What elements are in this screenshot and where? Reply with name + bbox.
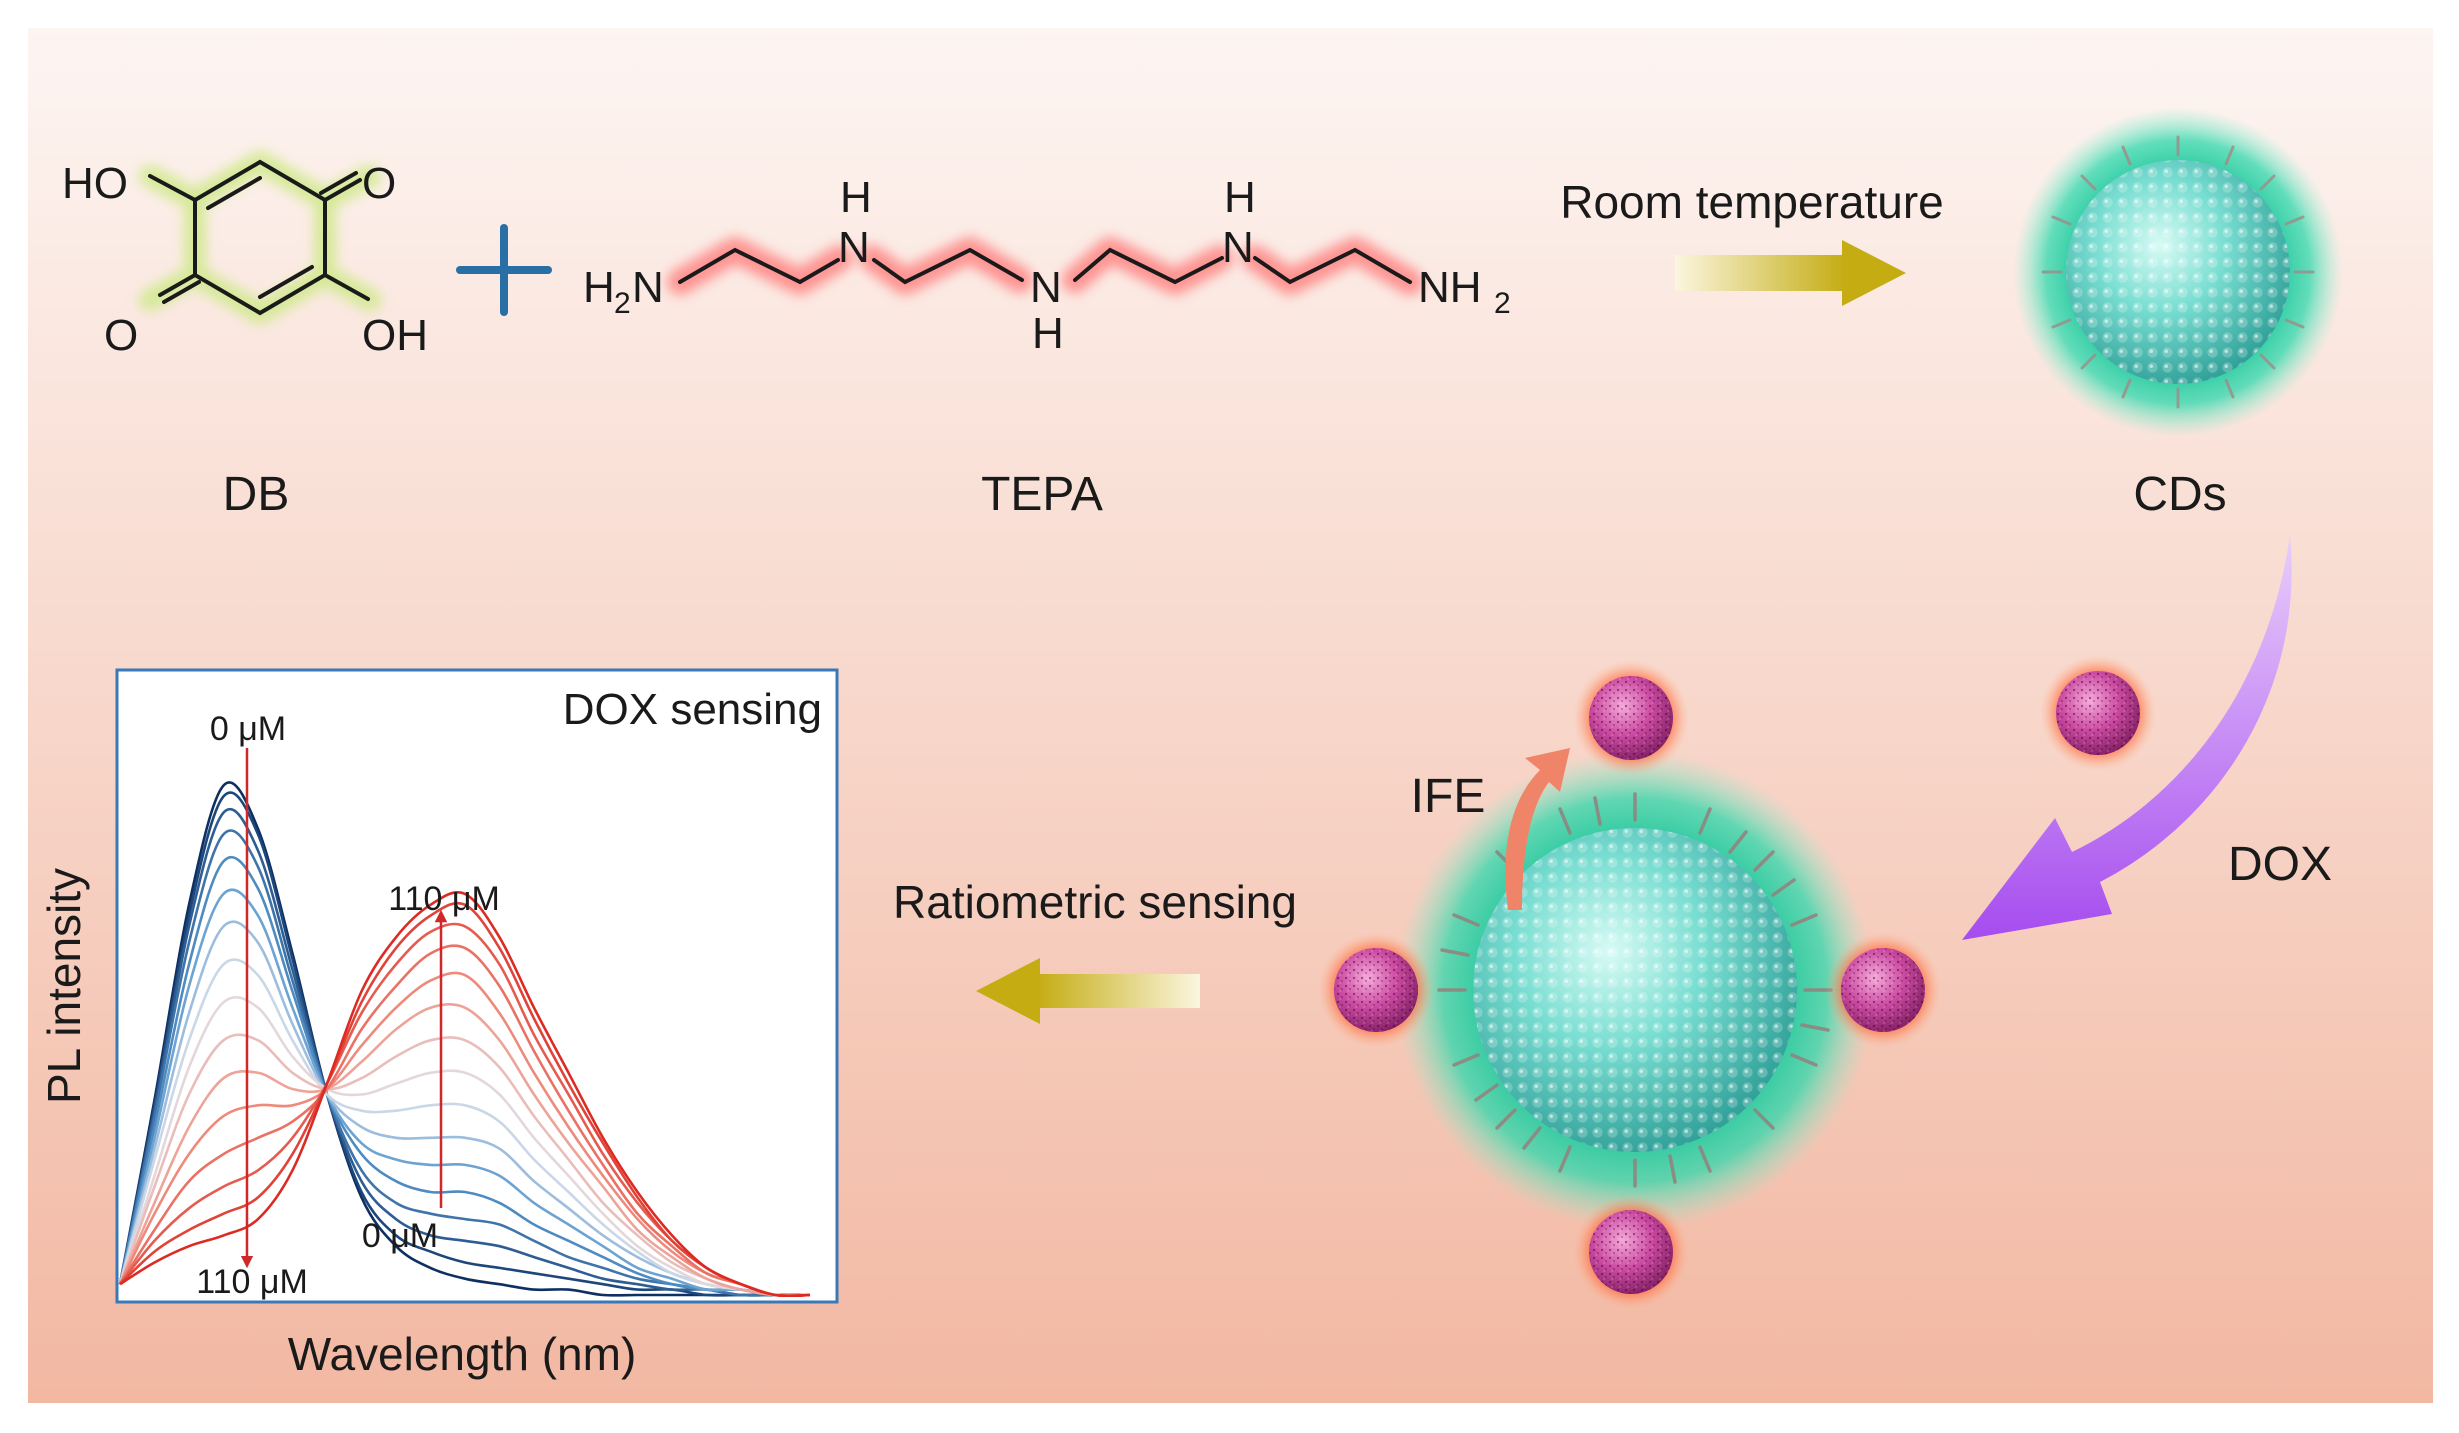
spectrum-line-1 [118,781,810,1297]
spectrum-line-8 [118,958,811,1297]
tepa-n1: N [838,223,870,272]
spectrum-line-16 [119,891,811,1298]
tepa-nh2-subscript: 2 [1494,287,1511,320]
plus-icon [456,224,552,316]
room-temperature-arrow [1675,240,1906,306]
chart-ylabel: PL intensity [38,868,90,1104]
room-temperature-label: Room temperature [1560,176,1944,228]
tepa-n2: N [1030,263,1062,312]
db-oh-label: OH [362,311,428,360]
inset-chart: DOX sensing 0 μM 110 μM 110 μM 0 μM Wave… [38,668,839,1380]
spectrum-line-9 [118,995,811,1297]
db-molecule: HO O O OH DB [62,151,428,521]
tepa-h1: H [840,173,872,222]
annotation-blue-end: 110 μM [196,1263,308,1301]
annotation-blue-start: 0 μM [210,710,286,748]
dox-particle-bottom [1573,1194,1689,1310]
dox-label: DOX [2228,838,2332,891]
db-ho-label: HO [62,159,128,208]
annotation-red-end: 110 μM [388,880,500,918]
spectrum-line-11 [118,1003,811,1297]
spectrum-line-6 [118,888,811,1297]
dox-addition-arrow [1962,535,2292,940]
tepa-label: TEPA [981,468,1103,521]
spectrum-line-12 [118,971,811,1298]
db-label: DB [223,468,290,521]
chart-xlabel: Wavelength (nm) [288,1328,637,1380]
dox-particle-top [1573,660,1689,776]
ratiometric-sensing-label: Ratiometric sensing [893,876,1297,928]
tepa-nh2-nh: NH [1418,263,1482,312]
spectrum-line-5 [118,855,811,1297]
carbon-dot-particle [2013,107,2343,437]
tepa-h3: H [1224,173,1256,222]
spectrum-line-15 [119,901,811,1298]
tepa-molecule: H 2 N N H N H N H NH 2 TEPA [583,173,1511,521]
chart-title: DOX sensing [563,685,822,734]
db-o-top-label: O [362,159,396,208]
ife-label: IFE [1411,770,1486,823]
spectrum-line-13 [118,944,811,1298]
spectrum-line-3 [118,808,810,1297]
cds-label: CDs [2133,468,2226,521]
tepa-h2n-h: H [583,263,615,312]
ratiometric-arrow [976,958,1200,1024]
db-o-bottom-label: O [104,311,138,360]
tepa-h2n-n: N [632,263,664,312]
chart-series-group [118,781,811,1298]
tepa-n3: N [1222,223,1254,272]
spectrum-line-10 [118,1033,811,1297]
dox-particle-free [2040,655,2156,771]
dox-particle-right [1825,932,1941,1048]
ife-arrow [1505,748,1570,910]
annotation-red-start: 0 μM [362,1217,438,1255]
tepa-h2n-subscript: 2 [614,287,631,320]
tepa-h2: H [1032,309,1064,358]
dox-particle-left [1318,932,1434,1048]
